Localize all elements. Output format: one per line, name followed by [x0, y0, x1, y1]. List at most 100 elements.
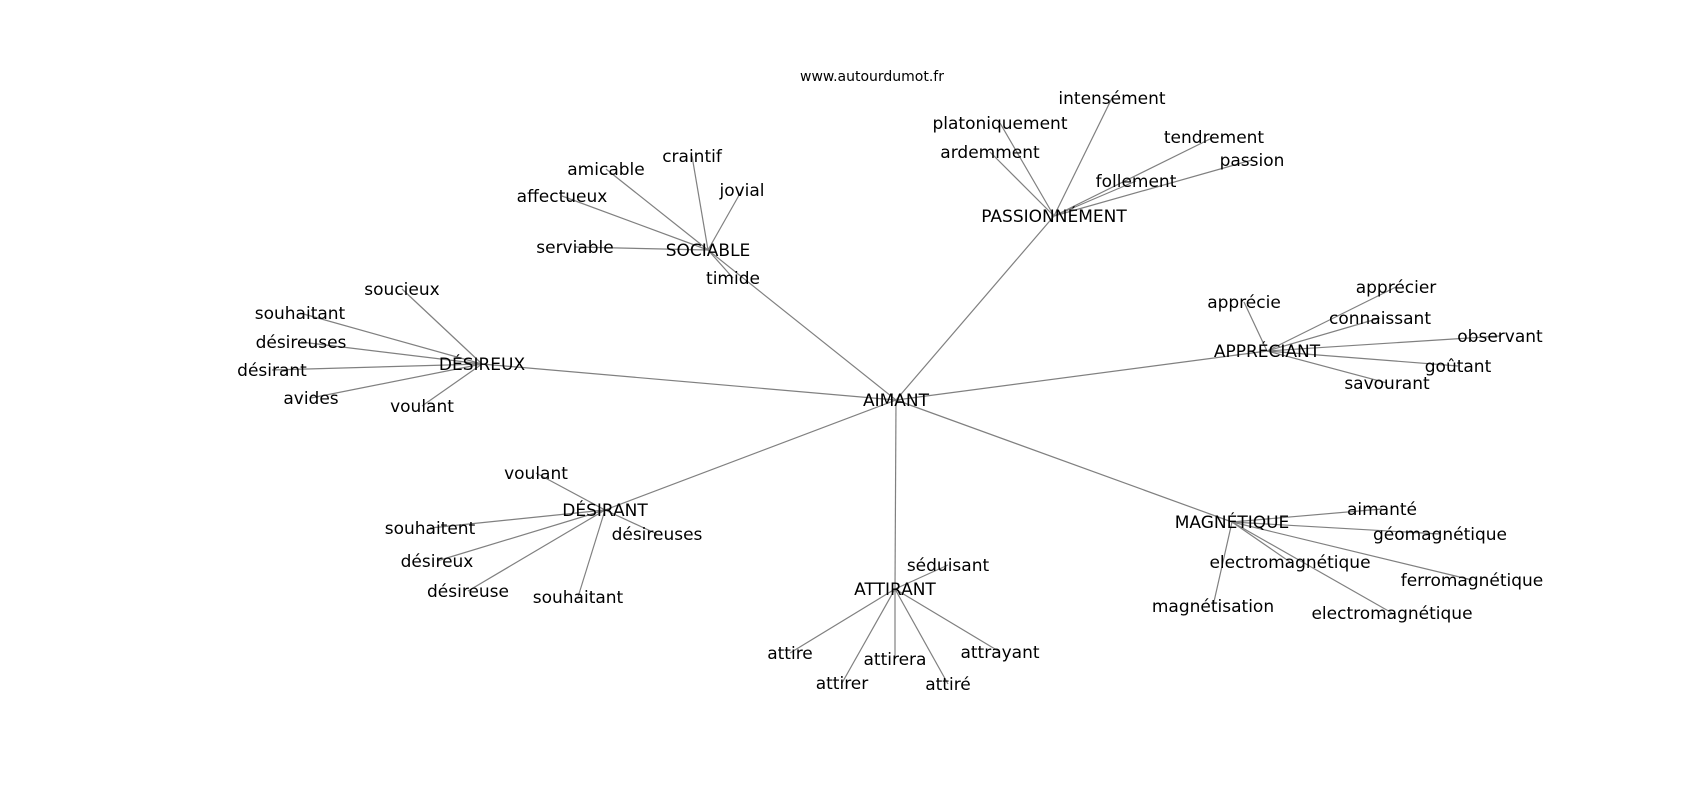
word-node[interactable]: electromagnétique [1311, 604, 1472, 624]
word-node[interactable]: désirant [237, 361, 307, 381]
word-node[interactable]: ardemment [940, 143, 1040, 163]
word-node[interactable]: ferromagnétique [1401, 571, 1544, 591]
word-node[interactable]: séduisant [907, 556, 990, 576]
word-node[interactable]: serviable [536, 238, 613, 258]
edge-center-2 [481, 363, 897, 401]
edge-leaf [574, 246, 709, 251]
edge-leaf [1231, 521, 1473, 581]
edge-leaf [299, 312, 483, 365]
word-node[interactable]: passion [1220, 151, 1285, 171]
word-node[interactable]: goûtant [1425, 357, 1492, 377]
edge-center-5 [894, 399, 897, 590]
word-node[interactable]: follement [1096, 172, 1177, 192]
edge-leaf [894, 588, 1001, 653]
edge-leaf [1053, 159, 1253, 217]
center-node[interactable]: AIMANT [863, 391, 930, 411]
edge-leaf [310, 363, 483, 399]
word-node[interactable]: souhaitent [385, 519, 476, 539]
edge-leaf [535, 472, 606, 511]
word-node[interactable]: attirera [864, 650, 927, 670]
edge-leaf [271, 363, 483, 371]
group-node[interactable]: ATTIRANT [854, 580, 936, 600]
edge-leaf [841, 588, 896, 684]
edge-leaf [894, 564, 949, 590]
edge-leaf [1231, 521, 1291, 563]
word-node[interactable]: aimanté [1347, 500, 1417, 520]
edge-leaf [604, 509, 658, 535]
edge-leaf [1053, 97, 1113, 217]
word-node[interactable]: electromagnétique [1209, 553, 1370, 573]
edge-leaf [1053, 180, 1137, 217]
word-node[interactable]: intensément [1058, 89, 1166, 109]
word-node[interactable]: apprécie [1207, 293, 1281, 313]
word-node[interactable]: attrayant [960, 643, 1039, 663]
edge-leaf [989, 151, 1055, 217]
word-node[interactable]: platoniquement [933, 114, 1068, 134]
edge-leaf [1231, 521, 1393, 614]
word-node[interactable]: affectueux [517, 187, 608, 207]
edge-center-0 [707, 249, 897, 401]
group-node[interactable]: PASSIONNÉMENT [981, 205, 1127, 227]
edge-leaf [605, 168, 709, 251]
edge-leaf [691, 155, 709, 251]
edges [271, 97, 1501, 685]
edge-leaf [789, 588, 896, 654]
word-node[interactable]: magnétisation [1152, 597, 1274, 617]
edge-leaf [300, 341, 483, 365]
word-node[interactable]: craintif [662, 147, 723, 167]
edge-leaf [1053, 136, 1215, 217]
edge-leaf [1266, 350, 1459, 367]
edge-leaf [999, 122, 1055, 217]
group-node[interactable]: APPRÉCIANT [1214, 340, 1321, 362]
word-node[interactable]: avides [283, 389, 338, 409]
group-node[interactable]: SOCIABLE [666, 241, 751, 261]
group-node[interactable]: DÉSIREUX [439, 353, 526, 375]
edge-leaf [577, 509, 606, 598]
edge-leaf [1266, 286, 1397, 352]
edge-leaf [1231, 508, 1383, 523]
word-node[interactable]: désireuses [256, 333, 347, 353]
labels: amicable craintif jovial affectueux serviabl… [237, 89, 1543, 695]
word-node[interactable]: attiré [925, 675, 971, 695]
edge-leaf [429, 509, 606, 529]
word-node[interactable]: souhaitant [533, 588, 624, 608]
word-node[interactable]: savourant [1344, 374, 1430, 394]
edge-leaf [1212, 521, 1233, 607]
word-node[interactable]: attirer [816, 674, 869, 694]
group-node[interactable]: MAGNÉTIQUE [1175, 511, 1290, 533]
word-node[interactable]: amicable [567, 160, 644, 180]
site-title: www.autourdumot.fr [800, 69, 944, 85]
word-node[interactable]: souhaitant [255, 304, 346, 324]
edge-leaf [894, 588, 949, 685]
word-node[interactable]: désireuses [612, 525, 703, 545]
word-node[interactable]: voulant [504, 464, 568, 484]
edge-leaf [1266, 317, 1381, 352]
edge-leaf [707, 189, 743, 251]
edge-leaf [467, 509, 606, 592]
word-node[interactable]: tendrement [1164, 128, 1265, 148]
word-node[interactable]: désireuse [427, 582, 509, 602]
edge-leaf [561, 195, 709, 251]
edge-leaf [436, 509, 606, 562]
word-node[interactable]: attire [767, 644, 813, 664]
word-node[interactable]: timide [706, 269, 760, 289]
word-node[interactable]: voulant [390, 397, 454, 417]
word-node[interactable]: apprécier [1356, 278, 1437, 298]
edge-center-6 [895, 399, 1233, 523]
word-node[interactable]: observant [1457, 327, 1543, 347]
word-node[interactable]: soucieux [364, 280, 439, 300]
word-node[interactable]: connaissant [1329, 309, 1431, 329]
edge-leaf [1266, 350, 1388, 384]
edge-leaf [707, 249, 734, 279]
edge-center-4 [604, 399, 897, 511]
word-node[interactable]: géomagnétique [1373, 525, 1507, 545]
word-node[interactable]: désireux [401, 552, 474, 572]
edge-leaf [1243, 301, 1268, 352]
edge-leaf [1266, 335, 1501, 352]
edge-leaf [1231, 521, 1441, 535]
word-node[interactable]: jovial [718, 181, 764, 201]
group-node[interactable]: DÉSIRANT [562, 499, 648, 521]
edge-center-1 [895, 215, 1055, 401]
edge-leaf [421, 363, 483, 407]
